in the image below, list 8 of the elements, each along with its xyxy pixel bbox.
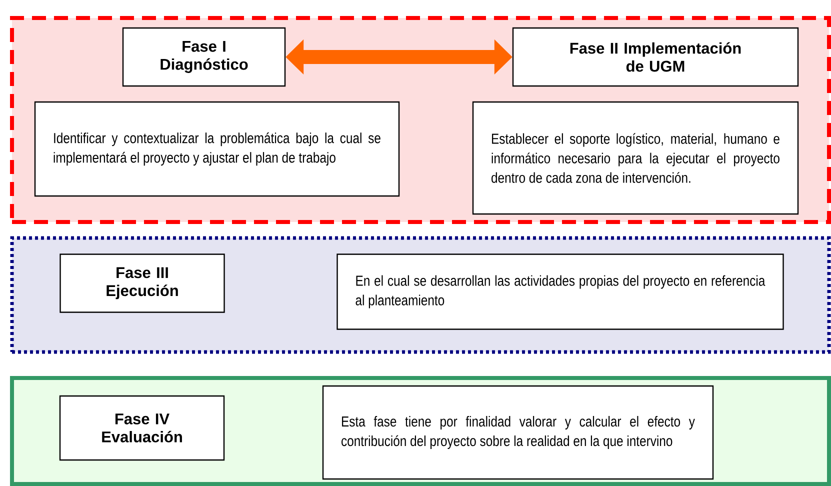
description-box: Identificar y contextualizar la problemática bajo la cual se implementará el proyecto y ajustar el plan de trabajo xyxy=(34,101,400,197)
description-box: Esta fase tiene por finalidad valorar y calcular el efecto y contribución del proyecto sobre la realidad en la que intervino xyxy=(322,385,714,480)
description-box: En el cual se desarrollan las actividades propias del proyecto en referencia al planteamiento xyxy=(336,254,784,330)
phase-title-box: Fase II Implementación de UGM xyxy=(512,27,799,87)
phase-title-box: Fase IV Evaluación xyxy=(59,395,225,461)
phase-title-box: Fase III Ejecución xyxy=(60,254,225,313)
phase-title-box: Fase I Diagnóstico xyxy=(122,27,286,87)
description-box: Establecer el soporte logístico, material, humano e informático necesario para la ejecutar el proyecto dentro de cada zona de intervención. xyxy=(472,101,799,215)
